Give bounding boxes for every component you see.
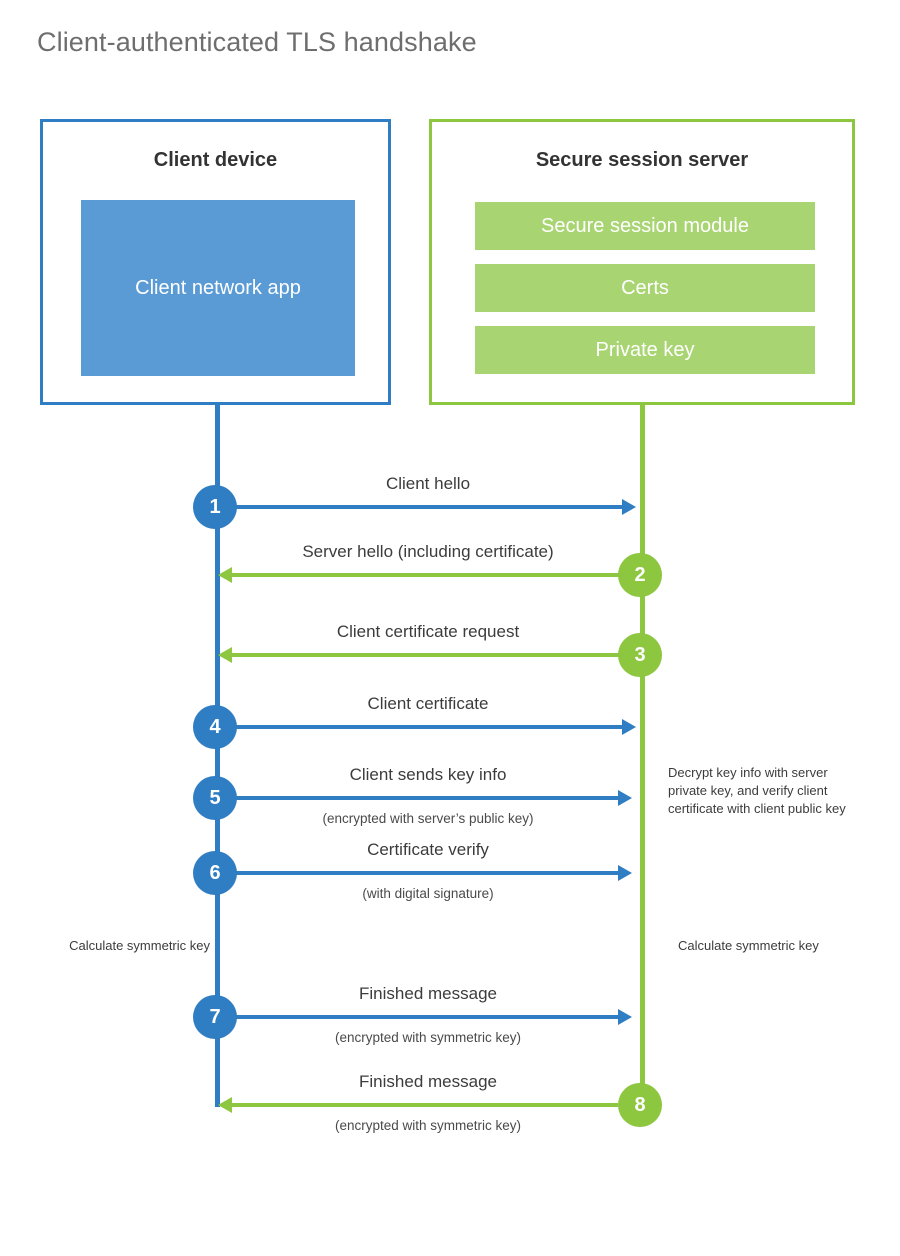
client-device-box: Client device Client network app (40, 119, 391, 405)
arrow-line-2 (232, 573, 642, 577)
message-sublabel-5: (encrypted with server’s public key) (322, 811, 534, 826)
server-lifeline (640, 404, 645, 1107)
arrow-head-6 (618, 865, 632, 881)
arrow-line-8 (232, 1103, 618, 1107)
arrow-head-5 (618, 790, 632, 806)
arrow-line-6 (218, 871, 618, 875)
step-circle-7[interactable]: 7 (193, 995, 237, 1039)
message-label-8: Finished message (359, 1072, 497, 1091)
arrow-line-1 (218, 505, 622, 509)
arrow-line-4 (218, 725, 622, 729)
client-network-app-block: Client network app (81, 200, 355, 376)
secure-session-server-title: Secure session server (535, 149, 749, 171)
note-server-calculate-symmetric-key: Calculate symmetric key (678, 938, 819, 953)
client-lifeline (215, 404, 220, 1107)
arrow-line-5 (218, 796, 618, 800)
step-circle-5[interactable]: 5 (193, 776, 237, 820)
message-label-2: Server hello (including certificate) (302, 542, 554, 561)
step-circle-2[interactable]: 2 (618, 553, 662, 597)
client-device-title: Client device (153, 149, 278, 171)
message-sublabel-8: (encrypted with symmetric key) (334, 1118, 522, 1133)
page-title: Client-authenticated TLS handshake (37, 27, 477, 57)
step-circle-4[interactable]: 4 (193, 705, 237, 749)
message-label-4: Client certificate (367, 694, 489, 713)
arrow-head-4 (622, 719, 636, 735)
note-client-calculate-symmetric-key: Calculate symmetric key (69, 938, 210, 953)
step-circle-8[interactable]: 8 (618, 1083, 662, 1127)
server-component-secure-session-module: Secure session module (475, 202, 815, 250)
arrow-head-1 (622, 499, 636, 515)
message-label-7: Finished message (359, 984, 497, 1003)
arrow-line-7 (218, 1015, 618, 1019)
message-sublabel-6: (with digital signature) (362, 886, 494, 901)
arrow-head-2 (218, 567, 232, 583)
message-sublabel-7: (encrypted with symmetric key) (334, 1030, 522, 1045)
step-circle-3[interactable]: 3 (618, 633, 662, 677)
arrow-head-3 (218, 647, 232, 663)
message-label-1: Client hello (385, 474, 471, 493)
step-circle-1[interactable]: 1 (193, 485, 237, 529)
message-label-6: Certificate verify (367, 840, 489, 859)
arrow-head-8 (218, 1097, 232, 1113)
step-circle-6[interactable]: 6 (193, 851, 237, 895)
arrow-line-3 (232, 653, 642, 657)
server-component-certs: Certs (475, 264, 815, 312)
arrow-head-7 (618, 1009, 632, 1025)
server-component-private-key: Private key (475, 326, 815, 374)
message-label-5: Client sends key info (349, 765, 507, 784)
note-server-decrypt: Decrypt key info with server private key… (668, 765, 846, 816)
message-label-3: Client certificate request (336, 622, 520, 641)
secure-session-server-box: Secure session server Secure session mod… (429, 119, 855, 405)
